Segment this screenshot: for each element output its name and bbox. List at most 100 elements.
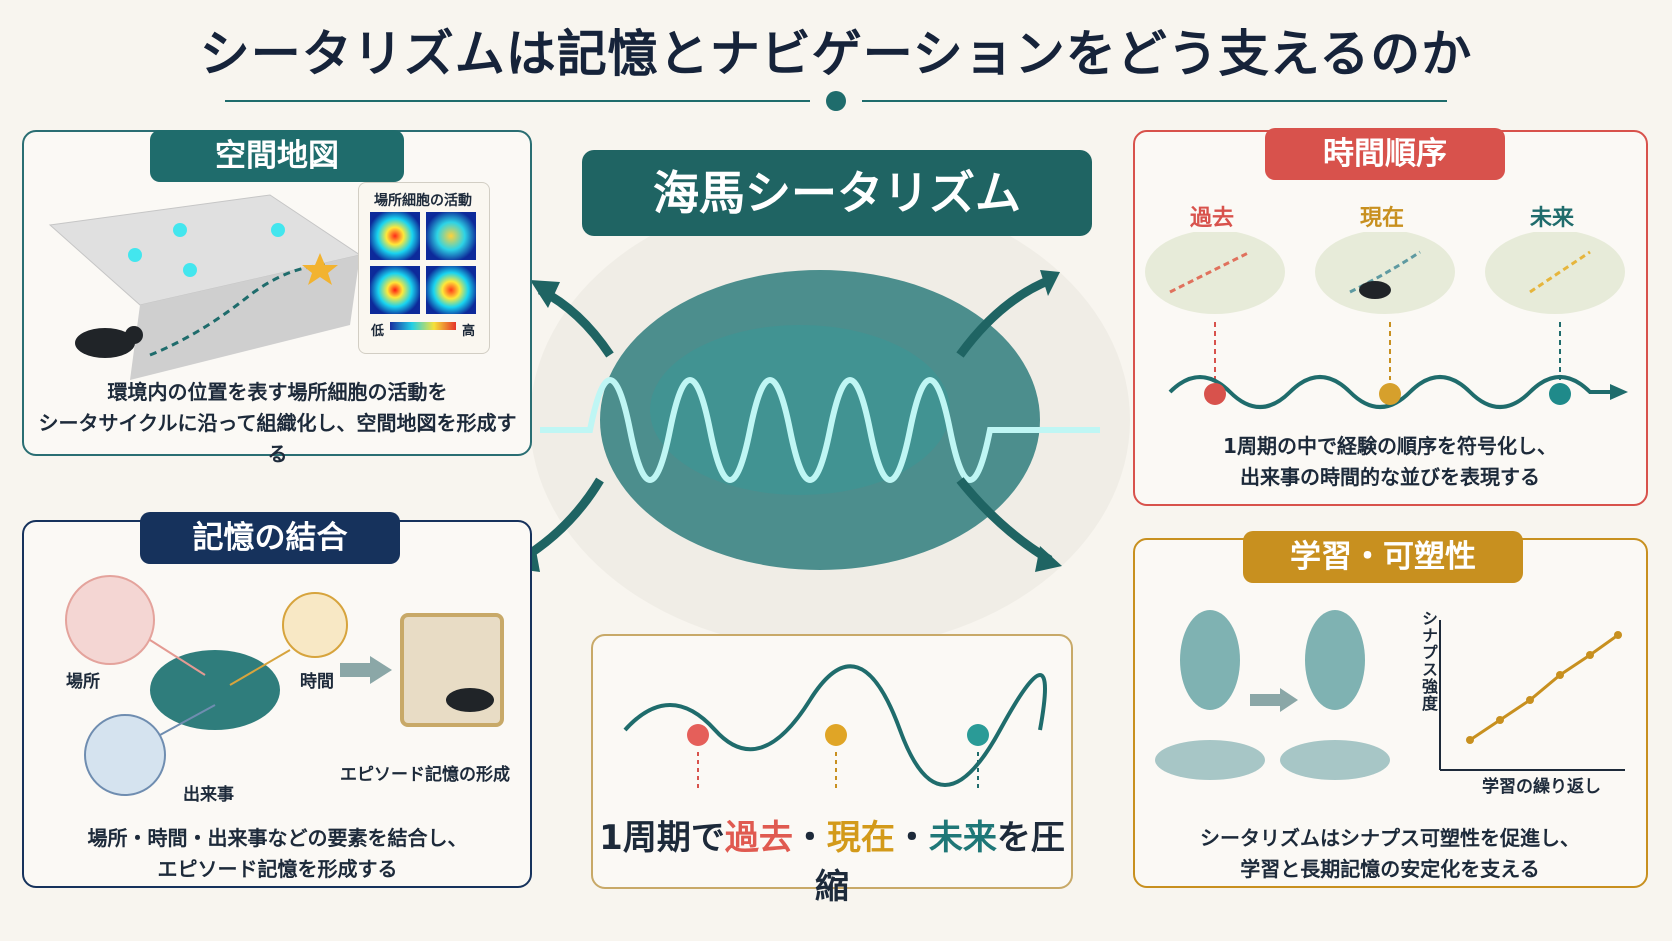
curve-point (1556, 671, 1564, 679)
compression-present: 現在 (826, 818, 895, 858)
learning-y-label: シナプス強度 (1419, 610, 1438, 712)
presynaptic-before (1180, 610, 1240, 710)
heatmap-colorbar (390, 322, 456, 330)
event-circle (84, 714, 166, 796)
scene-future (1485, 232, 1625, 314)
center-label: 海馬シータリズム (582, 150, 1092, 236)
place-cell-glow (173, 223, 187, 237)
link-time (229, 649, 291, 686)
compression-suffix: を圧縮 (815, 818, 1065, 907)
presynaptic-after (1305, 610, 1365, 710)
title-divider-right (862, 100, 1447, 102)
spatial-caption-line2: シータサイクルに沿って組織化し、空間地図を形成する (38, 411, 517, 466)
memory-place-label: 場所 (66, 672, 100, 692)
postsynaptic-before (1155, 740, 1265, 780)
arrow-head-time (1040, 270, 1060, 296)
heatmap-high-label: 高 (462, 324, 476, 339)
memory-result-label: エピソード記憶の形成 (340, 765, 510, 785)
curve-point (1496, 716, 1504, 724)
postsynaptic-after (1280, 740, 1390, 780)
learning-x-label: 学習の繰り返し (1482, 777, 1601, 797)
past-dot (1204, 383, 1226, 405)
mouse-head-icon (125, 326, 143, 344)
compression-sep1: ・ (792, 818, 827, 858)
time-wave (1168, 375, 1620, 409)
arrow-to-time (956, 275, 1052, 358)
future-path (1529, 250, 1591, 294)
time-future-label: 未来 (1530, 206, 1575, 231)
heatmap-low-label: 低 (371, 324, 385, 339)
plasticity-arrow-head (1280, 688, 1298, 712)
title-divider-dot (826, 91, 846, 111)
place-circle (65, 575, 155, 665)
heatmap-cell-3 (370, 266, 420, 314)
curve-point (1614, 631, 1622, 639)
heatmap-title: 場所細胞の活動 (374, 193, 472, 209)
memory-event-label: 出来事 (183, 785, 234, 805)
plasticity-illustration (1155, 610, 1625, 780)
learning-curve-chart (1466, 631, 1622, 744)
compression-sep2: ・ (894, 818, 929, 858)
hippocampus-illustration (510, 190, 1130, 640)
heatmap-cell-4 (426, 266, 476, 314)
mouse-icon (1359, 281, 1391, 299)
past-path (1169, 250, 1251, 294)
scene-past (1145, 232, 1285, 314)
curve-point (1466, 736, 1474, 744)
place-cell-glow (128, 248, 142, 262)
compression-text: 1周期で過去・現在・未来を圧縮 (591, 810, 1073, 908)
mouse-icon (75, 328, 135, 358)
title-divider-left (225, 100, 810, 102)
compression-future: 未来 (928, 818, 997, 858)
heatmap-cell-1 (370, 212, 420, 260)
learning-caption-line2: 学習と長期記憶の安定化を支える (1240, 857, 1540, 881)
episode-frame (400, 613, 504, 727)
compression-panel (591, 634, 1073, 889)
maze-illustration (48, 194, 362, 380)
arrow-head-learning (1035, 546, 1062, 572)
time-past-label: 過去 (1190, 206, 1235, 231)
arrow-head-spatial (530, 280, 560, 308)
learning-panel (1133, 538, 1648, 888)
present-path (1349, 250, 1421, 294)
spatial-caption-line1: 環境内の位置を表す場所細胞の活動を (107, 380, 448, 404)
future-dot (1549, 383, 1571, 405)
link-place (149, 639, 206, 676)
scene-present (1315, 232, 1455, 314)
place-cell-glow (183, 263, 197, 277)
time-present-label: 現在 (1360, 206, 1405, 231)
theta-wave (540, 377, 1100, 483)
mouse-icon (446, 688, 494, 712)
clock-icon (282, 592, 348, 658)
time-caption-line2: 出来事の時間的な並びを表現する (1240, 465, 1540, 489)
spatial-tag: 空間地図 (150, 130, 404, 182)
memory-time-label: 時間 (300, 672, 334, 692)
learning-tag: 学習・可塑性 (1243, 531, 1523, 583)
learning-caption-line1: シータリズムはシナプス可塑性を促進し、 (1200, 826, 1580, 850)
maze-wall (130, 255, 360, 380)
time-sequence-illustration (1145, 232, 1628, 409)
curve-point (1526, 696, 1534, 704)
compression-wave (623, 664, 1047, 787)
compression-past-dot (687, 724, 709, 746)
compression-past: 過去 (724, 818, 793, 858)
memory-tag: 記憶の結合 (140, 512, 400, 564)
heatmap-cell-2 (426, 212, 476, 260)
time-arrow-head (1610, 384, 1628, 400)
learning-curve-line (1469, 633, 1619, 742)
goal-star-icon (302, 253, 338, 285)
compression-present-dot (825, 724, 847, 746)
hippocampus-mini (150, 650, 280, 730)
time-caption-line1: 1周期の中で経験の順序を符号化し、 (1223, 434, 1557, 458)
compression-illustration (623, 664, 1047, 792)
time-panel (1133, 130, 1648, 506)
page-title: シータリズムは記憶とナビゲーションをどう支えるのか (199, 25, 1473, 83)
memory-binding-illustration (65, 575, 504, 796)
place-cell-glow (271, 223, 285, 237)
compression-future-dot (967, 724, 989, 746)
link-event (159, 704, 216, 736)
time-tag: 時間順序 (1265, 128, 1505, 180)
compression-prefix: 1周期で (599, 818, 725, 858)
curve-point (1586, 651, 1594, 659)
binding-arrow-head (370, 656, 392, 684)
